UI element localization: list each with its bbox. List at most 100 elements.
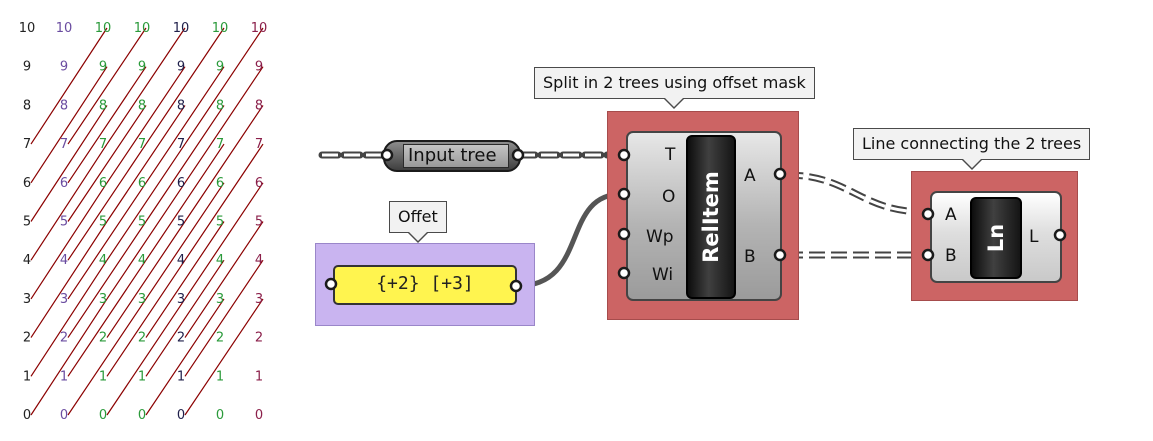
grid-point-label: 8 — [177, 98, 185, 113]
grid-point-label: 10 — [56, 21, 73, 36]
line-output-L[interactable]: L — [1029, 227, 1039, 247]
relitem-core[interactable]: RelItem — [686, 135, 736, 299]
grid-point-label: 9 — [23, 60, 31, 75]
grid-point-label: 0 — [23, 408, 31, 423]
offset-group-label: Offet — [389, 201, 447, 243]
connection-line — [30, 182, 108, 300]
grid-point-label: 8 — [99, 98, 107, 113]
connection-line — [145, 182, 225, 300]
offset-panel[interactable]: {+2} [+3] — [333, 265, 517, 305]
grid-point-label: 5 — [23, 215, 31, 230]
grid-point-label: 1 — [255, 369, 263, 384]
grid-point-label: 1 — [99, 369, 107, 384]
grid-point-label: 5 — [216, 215, 224, 230]
connection-line — [106, 27, 186, 145]
relitem-input-Wp[interactable]: Wp — [646, 227, 674, 247]
grid-point-label: 6 — [23, 176, 31, 191]
grid-point-label: 5 — [60, 215, 68, 230]
grid-point-label: 10 — [134, 21, 151, 36]
connection-line — [184, 66, 264, 184]
connection-line — [30, 221, 108, 338]
grid-point-label: 4 — [216, 253, 224, 268]
grid-point-label: 7 — [23, 137, 31, 152]
relitem-output-A[interactable]: A — [744, 166, 756, 186]
grid-point-label: 5 — [138, 215, 146, 230]
connection-line — [184, 221, 264, 338]
line-input-A[interactable]: A — [945, 205, 957, 225]
grid-point-label: 2 — [23, 331, 31, 346]
grid-point-label: 1 — [23, 369, 31, 384]
connection-line — [184, 259, 264, 377]
relitem-group-label: Split in 2 trees using offset mask — [534, 67, 815, 109]
grid-point-label: 9 — [60, 60, 68, 75]
connection-line — [67, 182, 147, 300]
grid-point-label: 2 — [138, 331, 146, 346]
grid-point-label: 3 — [216, 292, 224, 307]
point-grid-preview: 0123456789100123456789100123456789100123… — [19, 21, 268, 423]
grid-point-label: 0 — [138, 408, 146, 423]
grid-point-label: 8 — [216, 98, 224, 113]
grid-point-label: 7 — [255, 137, 263, 152]
grid-point-label: 1 — [60, 369, 68, 384]
connection-line — [30, 66, 108, 184]
connection-line — [184, 143, 264, 261]
grid-point-label: 4 — [138, 253, 146, 268]
connection-line — [145, 298, 225, 416]
grid-point-label: 7 — [138, 137, 146, 152]
input-tree-param[interactable]: Input tree — [383, 140, 521, 172]
relitem-input-T[interactable]: T — [665, 145, 676, 165]
connection-line — [184, 27, 264, 145]
grid-point-label: 10 — [95, 21, 112, 36]
grid-point-label: 10 — [251, 21, 268, 36]
grid-point-label: 4 — [255, 253, 263, 268]
connection-line — [145, 221, 225, 338]
connection-line — [106, 143, 186, 261]
grid-point-label: 7 — [60, 137, 68, 152]
line-component[interactable]: Ln A B L — [930, 191, 1062, 283]
connection-line — [145, 27, 225, 145]
connection-line — [67, 259, 147, 377]
grid-point-label: 4 — [177, 253, 185, 268]
relitem-name: RelItem — [699, 171, 723, 263]
grid-point-label: 5 — [177, 215, 185, 230]
grid-point-label: 0 — [99, 408, 107, 423]
grid-point-label: 5 — [255, 215, 263, 230]
connection-line — [106, 259, 186, 377]
line-core[interactable]: Ln — [970, 197, 1022, 279]
grid-point-label: 9 — [177, 60, 185, 75]
grid-point-label: 2 — [177, 331, 185, 346]
grid-point-label: 9 — [138, 60, 146, 75]
connection-line — [106, 182, 186, 300]
grid-point-label: 6 — [138, 176, 146, 191]
line-name: Ln — [984, 223, 1008, 253]
grid-point-label: 2 — [99, 331, 107, 346]
connection-line — [30, 27, 108, 145]
connection-line — [145, 143, 225, 261]
grid-point-label: 3 — [60, 292, 68, 307]
grid-point-label: 4 — [99, 253, 107, 268]
line-input-B[interactable]: B — [945, 246, 957, 266]
grid-point-label: 1 — [138, 369, 146, 384]
grid-point-label: 3 — [255, 292, 263, 307]
connection-line — [106, 298, 186, 416]
connection-line — [67, 105, 147, 222]
connection-line — [67, 66, 147, 184]
relitem-input-O[interactable]: O — [662, 187, 676, 207]
offset-panel-text: {+2} [+3] — [376, 273, 474, 294]
connection-line — [30, 259, 108, 377]
relitem-component[interactable]: RelItem T O Wp Wi A B — [626, 131, 782, 301]
connection-line — [30, 143, 108, 261]
grid-point-label: 0 — [216, 408, 224, 423]
relitem-output-B[interactable]: B — [744, 247, 756, 267]
grid-point-label: 6 — [177, 176, 185, 191]
grid-point-label: 0 — [60, 408, 68, 423]
connection-line — [30, 298, 108, 416]
connection-line — [184, 105, 264, 222]
relitem-input-Wi[interactable]: Wi — [652, 265, 674, 285]
grid-point-label: 6 — [99, 176, 107, 191]
connection-line — [145, 66, 225, 184]
connection-line — [184, 298, 264, 416]
connection-lines — [30, 27, 264, 416]
